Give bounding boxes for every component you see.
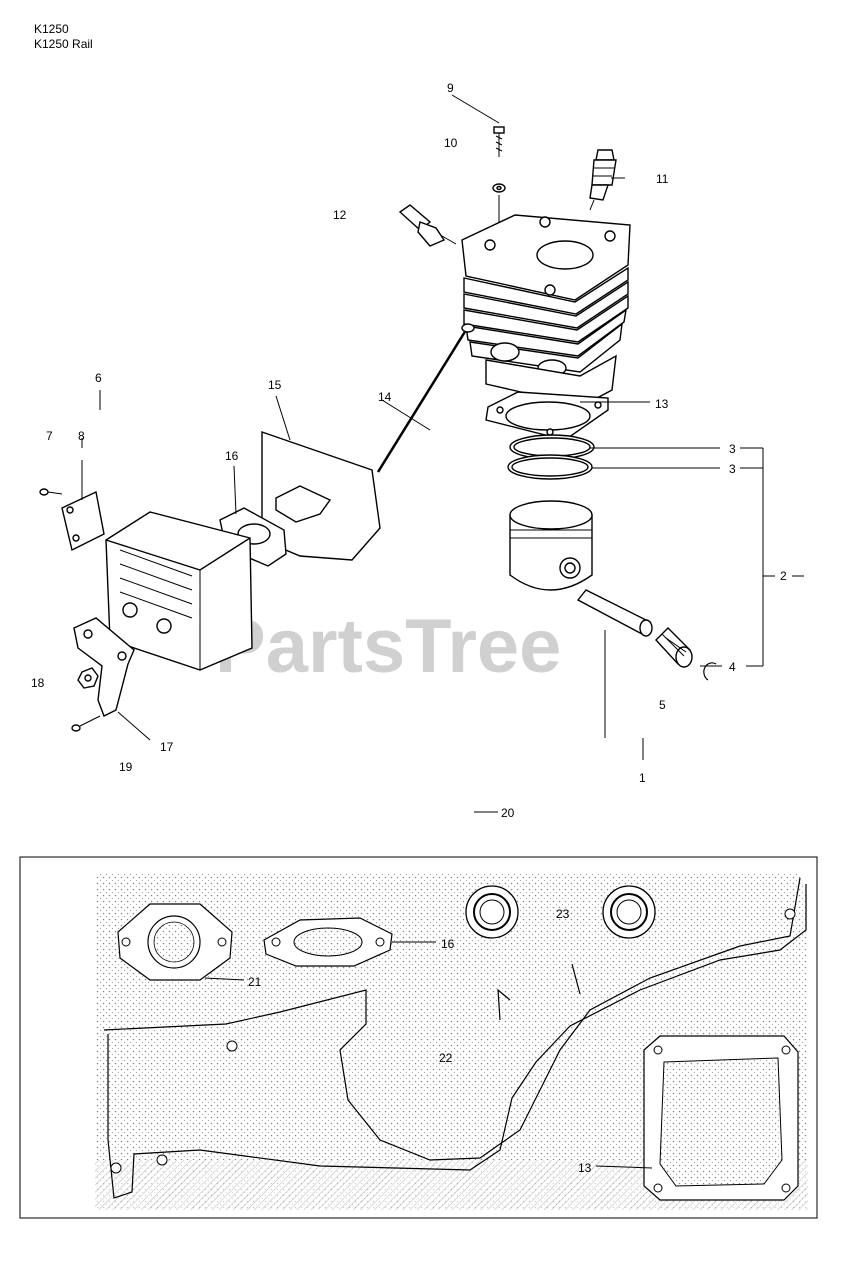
- callout-17: 17: [160, 740, 174, 754]
- muffler-bracket: [73, 617, 135, 717]
- callout-20: 20: [501, 806, 515, 820]
- piston-rings: [507, 434, 595, 480]
- kit-callout-22: 22: [439, 1051, 453, 1065]
- kit-callout-13: 13: [578, 1161, 592, 1175]
- callout-1: 1: [639, 771, 646, 785]
- callout-11: 11: [656, 172, 669, 186]
- small-screw: [39, 488, 63, 496]
- leader-lines: [81, 94, 804, 813]
- muffler-screw: [71, 715, 101, 732]
- kit-callout-16: 16: [441, 937, 455, 951]
- kit-crankcase-gasket-22: [103, 877, 807, 1199]
- callout-15: 15: [268, 378, 282, 392]
- callout-19: 19: [119, 760, 133, 774]
- callout-5: 5: [659, 698, 666, 712]
- model-title-k1250-rail: K1250 Rail: [34, 37, 93, 51]
- bracket-plate: [61, 490, 105, 552]
- spark-plug: [589, 149, 617, 211]
- kit-seal-left: [465, 885, 519, 939]
- callout-3-first: 3: [729, 442, 736, 456]
- callout-14: 14: [378, 390, 392, 404]
- piston-pin: [576, 589, 653, 637]
- callout-3-second: 3: [729, 462, 736, 476]
- kit-callout-21: 21: [248, 975, 262, 989]
- muffler: [105, 511, 253, 671]
- callout-2: 2: [780, 569, 787, 583]
- muffler-nut: [77, 667, 99, 689]
- kit-seal-right: [602, 885, 656, 939]
- washer: [492, 183, 506, 193]
- kit-callout-23: 23: [556, 907, 570, 921]
- callout-12: 12: [333, 208, 347, 222]
- cylinder-bolt: [493, 126, 505, 157]
- cylinder: [461, 214, 631, 407]
- needle-bearing: [655, 627, 693, 668]
- callout-10: 10: [444, 136, 458, 150]
- decompression-valve: [398, 204, 457, 247]
- kit-base-gasket-13: [643, 1035, 799, 1201]
- piston: [509, 500, 593, 591]
- cylinder-gasket: [485, 391, 609, 441]
- intake-bolt: [376, 323, 475, 473]
- watermark-text: PartsTree: [215, 604, 561, 689]
- callout-13: 13: [655, 397, 669, 411]
- callout-4: 4: [729, 660, 736, 674]
- callout-16: 16: [225, 449, 239, 463]
- kit-gasket-21: [117, 903, 233, 981]
- callout-18: 18: [31, 676, 45, 690]
- cooling-plate: [261, 431, 381, 561]
- callout-9: 9: [447, 81, 454, 95]
- gasket-kit-inset: 21 16 23 22 13: [19, 856, 818, 1219]
- kit-gasket-16: [263, 917, 393, 967]
- callout-8: 8: [78, 429, 85, 443]
- circlip: [703, 662, 717, 681]
- model-title-k1250: K1250: [34, 22, 69, 36]
- callout-6: 6: [95, 371, 102, 385]
- callout-7: 7: [46, 429, 53, 443]
